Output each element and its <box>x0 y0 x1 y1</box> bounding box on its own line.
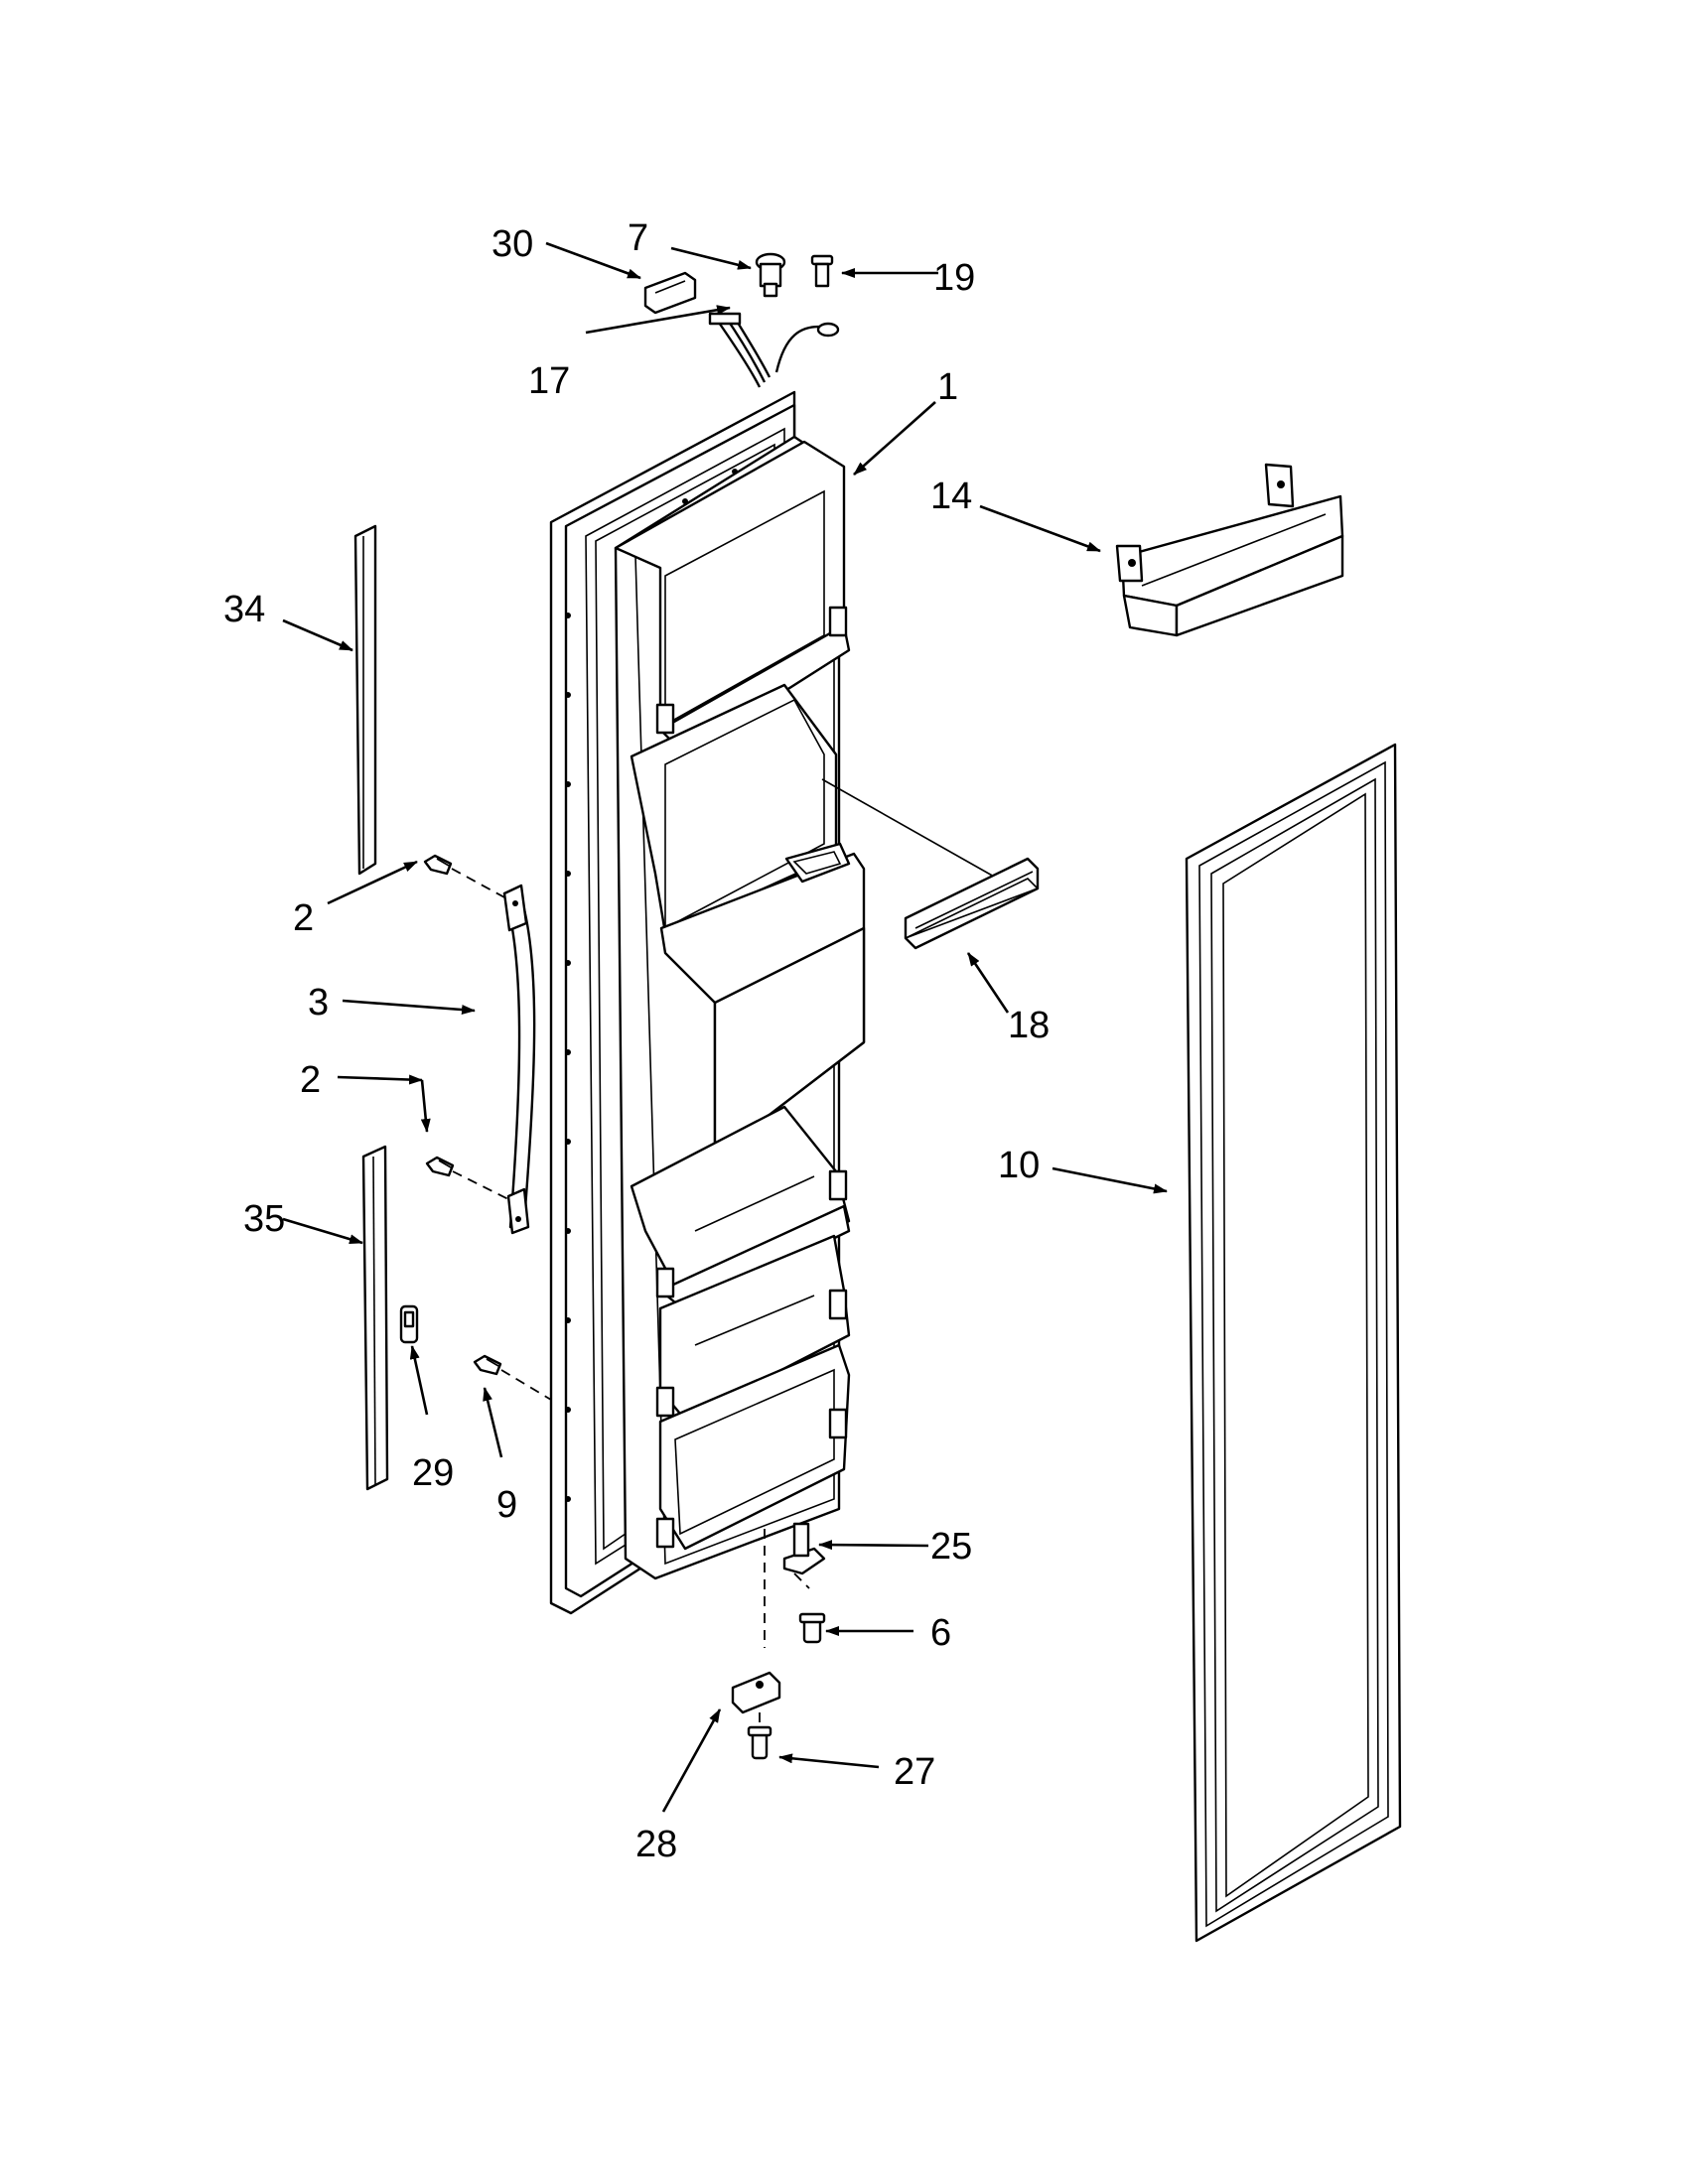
part-2-screw-top <box>423 854 453 876</box>
label-35: 35 <box>243 1198 285 1240</box>
label-17: 17 <box>528 360 570 402</box>
part-18-rail <box>821 778 1040 950</box>
label-3: 3 <box>308 982 329 1024</box>
label-25: 25 <box>930 1526 972 1568</box>
label-18: 18 <box>1008 1005 1050 1046</box>
part-7-plug <box>755 252 786 298</box>
label-1: 1 <box>937 366 958 408</box>
part-19-screw <box>810 254 834 288</box>
part-35-strip <box>361 1145 389 1491</box>
part-9-screw <box>473 1354 502 1376</box>
label-19: 19 <box>933 257 975 299</box>
part-34-strip <box>353 524 377 876</box>
label-29: 29 <box>412 1452 454 1494</box>
part-14-bin <box>1115 463 1344 637</box>
label-6: 6 <box>930 1612 951 1654</box>
part-28-bracket <box>731 1671 781 1714</box>
part-30-connector <box>643 271 697 315</box>
leader-arrows <box>282 241 1168 1813</box>
label-7: 7 <box>628 217 648 259</box>
part-25-hinge <box>782 1522 826 1575</box>
part-29-clip <box>399 1304 419 1344</box>
label-14: 14 <box>930 476 972 517</box>
door-panel <box>549 390 866 1615</box>
part-17-wire-harness <box>708 312 840 388</box>
part-6-screw <box>798 1612 826 1644</box>
part-10-gasket <box>1185 743 1402 1943</box>
label-2-top: 2 <box>293 897 314 939</box>
label-30: 30 <box>491 223 533 265</box>
label-9: 9 <box>496 1484 517 1526</box>
edge-holes <box>565 469 738 1502</box>
part-27-screw <box>747 1725 772 1760</box>
label-2-bottom: 2 <box>300 1059 321 1101</box>
label-27: 27 <box>894 1751 935 1793</box>
part-3-handle <box>502 884 536 1235</box>
label-34: 34 <box>223 589 265 630</box>
label-28: 28 <box>635 1824 677 1865</box>
part-2-screw-bottom <box>425 1156 455 1177</box>
label-10: 10 <box>998 1145 1040 1186</box>
